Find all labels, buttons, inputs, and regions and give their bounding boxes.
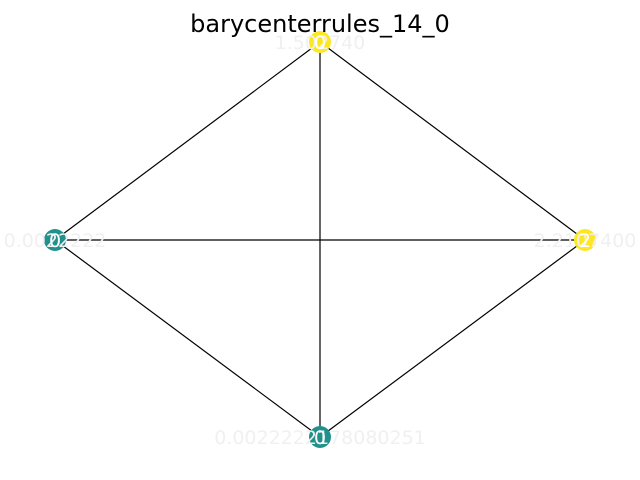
edge-top-left — [54, 41, 321, 241]
graph-nodes — [44, 31, 596, 448]
node-value-label-left: 0.0022222 — [4, 230, 107, 252]
node-value-label-right: 2.2107400 — [534, 230, 637, 252]
node-value-label-bottom: 0.0022222178080251 — [214, 427, 426, 449]
node-left — [44, 229, 66, 251]
edge-top-right — [319, 41, 586, 241]
node-label-bottom: 0 — [314, 427, 326, 449]
node-label-left: 0 — [49, 230, 61, 252]
node-bottom — [309, 426, 331, 448]
node-top — [309, 31, 331, 53]
graph-edges — [54, 41, 586, 438]
edge-left-bottom — [54, 239, 321, 438]
node-value-label-top: 1.502740 — [275, 32, 366, 54]
node-label-top: 0 — [314, 32, 326, 54]
edge-right-bottom — [319, 239, 586, 438]
node-right — [574, 229, 596, 251]
node-labels: 0 0 2 0 — [49, 32, 591, 449]
node-value-labels: 1.502740 0.0022222 2.2107400 0.002222217808… — [4, 32, 637, 449]
graph-title: barycenterrules_14_0 — [190, 10, 450, 38]
node-label-right: 2 — [579, 230, 591, 252]
